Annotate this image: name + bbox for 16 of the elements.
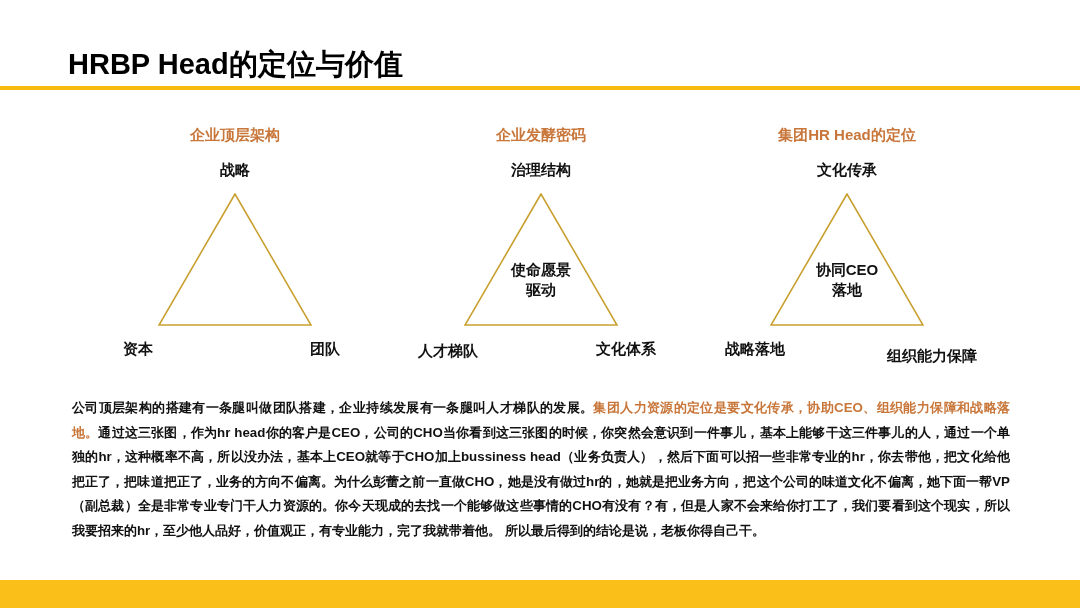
corner-label: 文化体系 [596, 339, 656, 359]
triangle-heading: 集团HR Head的定位 [778, 125, 916, 145]
corner-label: 组织能力保障 [887, 346, 977, 366]
corner-label: 资本 [123, 339, 153, 359]
corner-label: 治理结构 [511, 160, 571, 180]
corner-label: 人才梯队 [418, 341, 478, 361]
center-label: 协同CEO落地 [814, 260, 880, 300]
corner-label: 战略 [220, 160, 250, 180]
body-paragraph: 公司顶层架构的搭建有一条腿叫做团队搭建，企业持续发展有一条腿叫人才梯队的发展。集团人力资源的定位是要文化传承，协助CEO、组织能力保障和战略落地。通过这三张图，作为hr head你的客户是CEO，公司的CHO当你看到这三张图的时候，你突然会意识到一件事儿，基本上能够干这三件事儿的人，通过一个单独的hr，这种概率不高，所以没办法，基本上CEO就等于CHO加上bussiness head（业务负责人），然后下面可以招一些非常专业的hr，你去带他，把文化给他把正了，把味道把正了，业务的方向不偏离。为什么彭蕾之前一直做CHO，她是没有做过hr的，她就是把业务方向，把这个公司的味道文化不偏离，她下面一帮VP（副总裁）全是非常专业专门干人力资源的。你今天现成的去找一个能够做这些事情的CHO有没有？有，但是人家不会来给你打工了，我们要看到这个现实，所以我要招来的hr，至少他人品好，价值观正，有专业能力，完了我就带着他。 所以最后得到的结论是说，老板你得自己干。 [72, 399, 1010, 540]
triangle-heading: 企业发酵密码 [496, 125, 586, 145]
slide-title: HRBP Head的定位与价值 [68, 47, 403, 82]
corner-label: 团队 [310, 339, 340, 359]
corner-label: 文化传承 [817, 160, 877, 180]
center-label: 使命愿景驱动 [509, 260, 572, 300]
corner-label: 战略落地 [725, 339, 785, 359]
triangle-heading: 企业顶层架构 [190, 125, 280, 145]
